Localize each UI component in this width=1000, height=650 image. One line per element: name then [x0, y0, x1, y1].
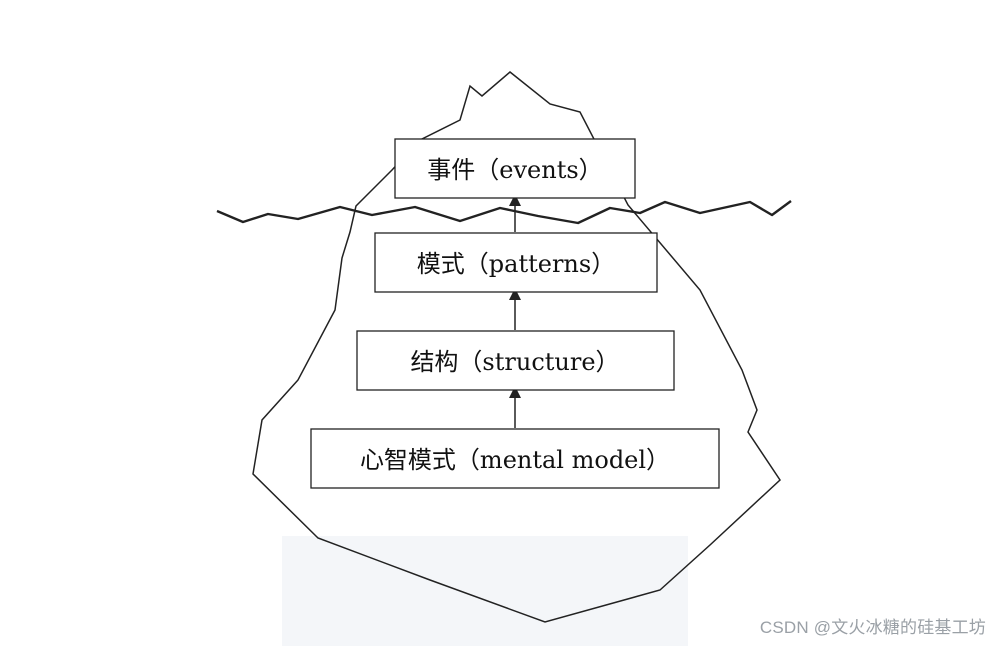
layer-events-box	[394, 138, 636, 199]
layer-structure-box	[356, 330, 675, 391]
layer-patterns: 模式（patterns）	[374, 232, 658, 293]
layer-mental-model: 心智模式（mental model）	[310, 428, 720, 489]
layer-structure: 结构（structure）	[356, 330, 675, 391]
layer-patterns-box	[374, 232, 658, 293]
layer-mental-model-box	[310, 428, 720, 489]
underwater-tint	[282, 536, 688, 646]
csdn-watermark: CSDN @文火冰糖的硅基工坊	[759, 618, 986, 637]
layer-mental-model-label: 心智模式（mental model）	[360, 446, 670, 474]
waterline	[216, 200, 792, 225]
layer-patterns-label: 模式（patterns）	[417, 250, 615, 278]
layer-structure-label: 结构（structure）	[410, 348, 619, 376]
layer-events-label: 事件（events）	[427, 156, 602, 184]
layer-events: 事件（events）	[394, 138, 636, 199]
